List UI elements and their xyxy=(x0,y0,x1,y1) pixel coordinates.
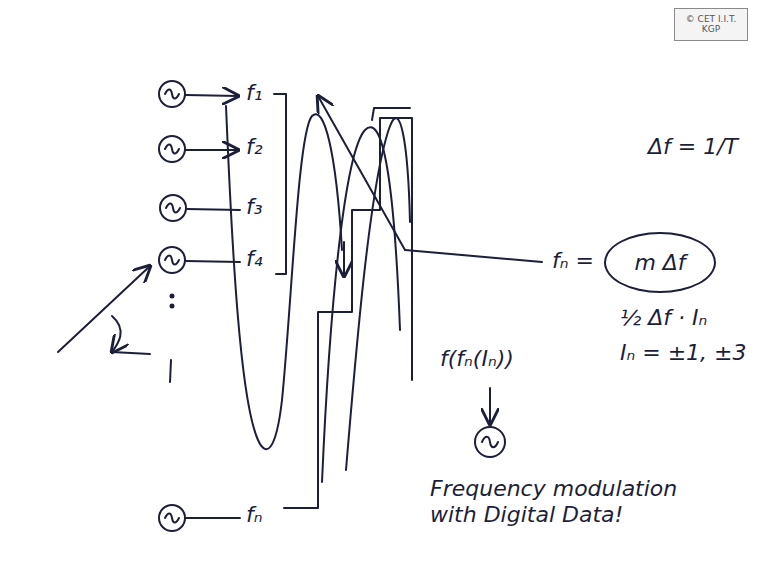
dot xyxy=(171,295,174,298)
dot xyxy=(171,305,174,308)
switch-arrow xyxy=(58,266,150,352)
frequency-label: f₂ xyxy=(246,134,263,160)
frequency-label: f₁ xyxy=(246,80,263,106)
oscillator xyxy=(159,505,185,531)
formula: fₙ = xyxy=(552,248,594,274)
continuation-line xyxy=(170,360,171,382)
square-wave xyxy=(372,108,410,120)
formula: Δf = 1/T xyxy=(648,134,738,160)
note: Frequency modulation with Digital Data! xyxy=(430,476,680,529)
oscillator xyxy=(160,195,186,221)
output-wire xyxy=(186,261,240,262)
watermark-box: © CET I.I.T. KGP xyxy=(674,8,748,41)
output-arrow xyxy=(186,95,238,96)
bracket xyxy=(274,94,286,274)
watermark-text: © CET I.I.T. KGP xyxy=(682,14,740,35)
down-arrow xyxy=(343,242,345,276)
waveform xyxy=(226,106,342,449)
formula: f(fₙ(Iₙ)) xyxy=(440,346,514,372)
pointer-arrow xyxy=(318,96,405,250)
oscillator xyxy=(159,81,185,107)
switch-curve xyxy=(112,316,121,352)
output-arrow xyxy=(186,149,238,151)
oscillator xyxy=(159,136,185,162)
oscillator xyxy=(159,247,185,273)
control-arrow xyxy=(489,388,491,424)
formula: ½ Δf · Iₙ xyxy=(620,305,707,331)
oscillator xyxy=(475,427,505,457)
frequency-label: fₙ xyxy=(246,502,263,528)
output-line xyxy=(405,250,542,262)
formula: Iₙ = ±1, ±3 xyxy=(620,340,747,366)
term-text: m Δf xyxy=(634,250,685,275)
circled-term: m Δf xyxy=(604,232,716,293)
waveform xyxy=(346,118,410,470)
square-wave xyxy=(284,118,412,508)
frequency-label: f₄ xyxy=(246,246,263,272)
switch-stroke xyxy=(112,352,150,354)
output-wire xyxy=(186,517,240,519)
frequency-label: f₃ xyxy=(246,194,263,220)
output-wire xyxy=(187,209,240,210)
